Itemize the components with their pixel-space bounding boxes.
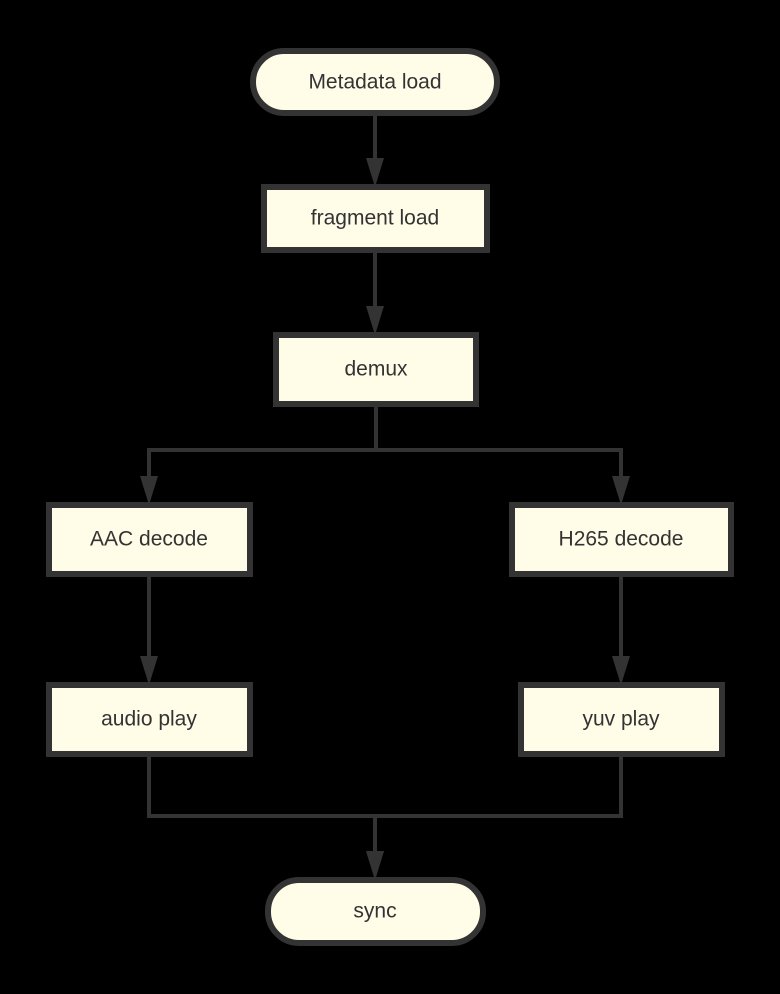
arrowhead-icon bbox=[140, 656, 158, 685]
node-h265-decode-shape[interactable] bbox=[509, 502, 734, 577]
node-yuv-play[interactable]: yuv play bbox=[518, 682, 725, 757]
node-h265-decode[interactable]: H265 decode bbox=[509, 502, 734, 577]
node-aac-decode-shape[interactable] bbox=[46, 502, 253, 577]
node-demux[interactable]: demux bbox=[273, 332, 479, 407]
edge-audio-play-to-sync bbox=[147, 754, 384, 880]
node-demux-label: demux bbox=[344, 358, 408, 381]
node-layer: Metadata load fragment load demux AAC de… bbox=[46, 48, 734, 946]
edge-h265-decode-to-yuv-play bbox=[612, 574, 630, 685]
arrowhead-icon bbox=[612, 656, 630, 685]
arrowhead-icon bbox=[366, 851, 384, 880]
edge-yuv-play-to-sync bbox=[366, 754, 623, 880]
node-audio-play-shape[interactable] bbox=[46, 682, 253, 757]
node-metadata-load-shape[interactable] bbox=[250, 48, 500, 116]
arrowhead-icon bbox=[140, 476, 158, 505]
node-sync-shape[interactable] bbox=[265, 877, 486, 946]
node-aac-decode-label: AAC decode bbox=[90, 528, 208, 551]
node-audio-play-label: audio play bbox=[101, 708, 197, 731]
node-yuv-play-label: yuv play bbox=[582, 708, 660, 731]
node-aac-decode[interactable]: AAC decode bbox=[46, 502, 253, 577]
node-fragment-load[interactable]: fragment load bbox=[261, 184, 490, 253]
node-sync[interactable]: sync bbox=[265, 877, 486, 946]
edge-demux-to-h265-decode bbox=[374, 404, 630, 505]
node-fragment-load-label: fragment load bbox=[311, 207, 439, 230]
node-audio-play[interactable]: audio play bbox=[46, 682, 253, 757]
edge-line bbox=[373, 754, 623, 853]
node-metadata-load-label: Metadata load bbox=[308, 71, 441, 94]
node-metadata-load[interactable]: Metadata load bbox=[250, 48, 500, 116]
node-sync-label: sync bbox=[353, 900, 396, 923]
node-yuv-play-shape[interactable] bbox=[518, 682, 725, 757]
edge-layer bbox=[140, 113, 630, 880]
node-h265-decode-label: H265 decode bbox=[559, 528, 684, 551]
node-demux-shape[interactable] bbox=[273, 332, 479, 407]
node-fragment-load-shape[interactable] bbox=[261, 184, 490, 253]
edge-line bbox=[147, 404, 378, 478]
edge-line bbox=[147, 754, 377, 853]
edge-demux-to-aac-decode bbox=[140, 404, 378, 505]
edge-metadata-load-to-fragment-load bbox=[366, 113, 384, 187]
edge-fragment-load-to-demux bbox=[366, 250, 384, 335]
edge-aac-decode-to-audio-play bbox=[140, 574, 158, 685]
arrowhead-icon bbox=[366, 158, 384, 187]
arrowhead-icon bbox=[366, 306, 384, 335]
edge-line bbox=[374, 404, 623, 478]
arrowhead-icon bbox=[612, 476, 630, 505]
